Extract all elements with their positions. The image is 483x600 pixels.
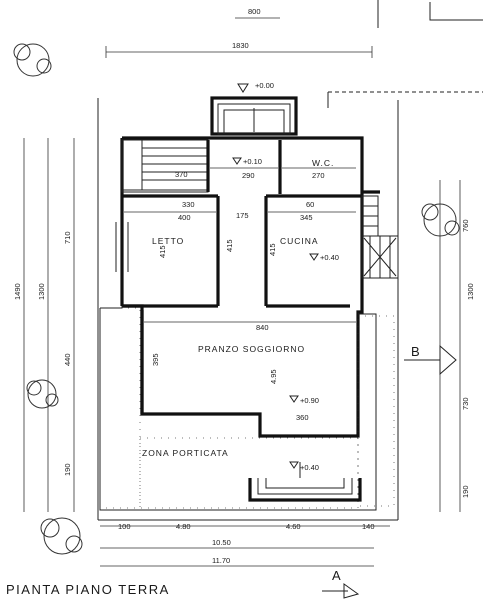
porch-area [99,306,395,511]
dim-living-inner: 4.95 [269,369,278,384]
dim-right-low: 190 [461,485,470,498]
dim-wc: 270 [312,171,325,180]
plan-title: PIANTA PIANO TERRA [6,582,170,597]
tree-right [421,203,460,237]
tree-top-left [13,43,52,77]
level-living: +0.90 [300,396,319,405]
dim-bedroom-small: 330 [182,200,195,209]
dim-hall: 290 [242,171,255,180]
dim-kitchen: 345 [300,213,313,222]
dimension-left: 1490 1300 710 440 190 [13,138,75,512]
entrance-steps: +0.00 [210,81,298,136]
dim-living-bottom: 360 [296,413,309,422]
dim-living-width: 840 [256,323,269,332]
interior-walls [122,140,362,414]
dim-kitchen-depth: 415 [268,243,277,256]
dim-right-outer: 1300 [466,283,475,300]
section-marker-b: B [404,344,457,376]
dim-corridor: 175 [236,211,249,220]
dim-left-mid: 440 [63,353,72,366]
section-label-a: A [332,568,341,583]
dim-bottom-total-1: 10.50 [212,538,231,547]
right-steps-top [361,195,379,237]
dim-bottom-a: 100 [118,522,131,531]
dim-right-upper: 760 [461,219,470,232]
room-label-wc: W.C. [312,158,334,168]
dim-left-outer: 1490 [13,283,22,300]
section-marker-a: A [322,568,360,599]
section-label-b: B [411,344,420,359]
kitchen-steps [361,235,399,279]
dim-bedroom: 400 [178,213,191,222]
stair: 370 [121,139,209,193]
dim-left-inner: 1300 [37,283,46,300]
dim-left-low: 190 [63,463,72,476]
bottom-steps [248,462,362,502]
dim-right-mid: 730 [461,397,470,410]
level-entrance: +0.00 [255,81,274,90]
window-left [115,222,129,272]
dim-bottom-b: 4.80 [176,522,191,531]
room-label-living: PRANZO SOGGIORNO [198,344,305,354]
tree-bottom-left [40,517,83,555]
dim-bottom-total-2: 11.70 [212,556,230,565]
level-porch: +0.40 [300,463,319,472]
dim-bedroom-depth: 415 [158,245,167,258]
top-note: 800 [248,7,261,16]
dim-corridor-depth: 415 [225,239,234,252]
dim-bottom-d: 140 [362,522,375,531]
dimension-bottom: 100 4.80 4.60 140 10.50 11.70 [100,522,390,567]
outer-walls [120,136,380,438]
dim-kitchen-small: 60 [306,200,314,209]
dim-left-upper: 710 [63,231,72,244]
room-label-kitchen: CUCINA [280,236,319,246]
dim-living-depth: 395 [151,353,160,366]
dim-bottom-c: 4.60 [286,522,301,531]
dim-overall-top: 1830 [232,41,249,50]
dim-stair: 370 [175,170,188,179]
room-label-porch: ZONA PORTICATA [142,448,229,458]
tree-left-mid [26,379,59,409]
dimension-overall-top: 1830 [105,41,373,58]
level-hall: +0.10 [243,157,262,166]
room-label-bedroom: LETTO [152,236,184,246]
level-kitchen: +0.40 [320,253,339,262]
